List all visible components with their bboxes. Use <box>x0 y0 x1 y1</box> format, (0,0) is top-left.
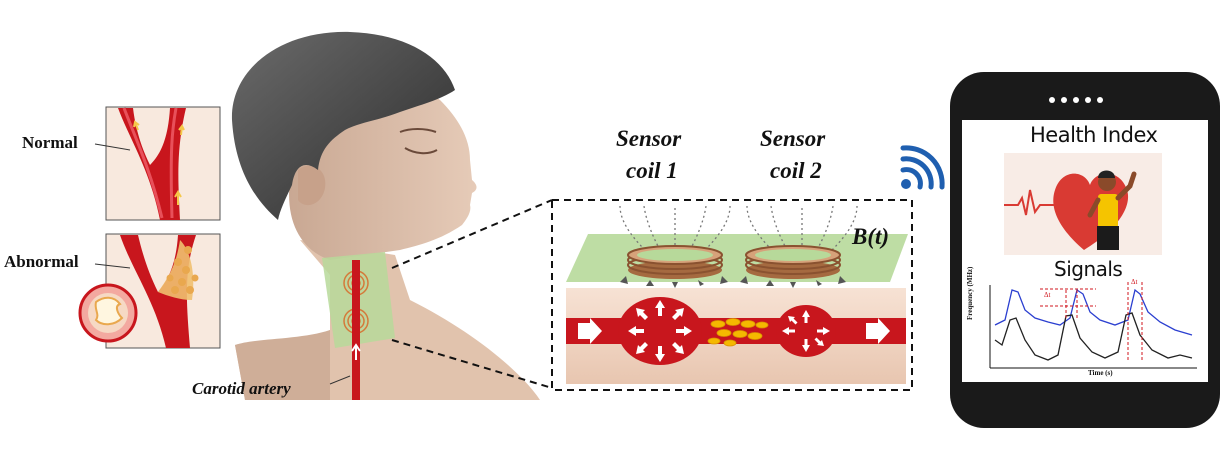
sensor-coil-2-label-line2: coil 2 <box>770 158 822 183</box>
sensor-coil-2-icon <box>745 245 841 279</box>
signals-x-axis-label: Time (s) <box>1088 369 1113 377</box>
signal-blue-line <box>994 288 1193 336</box>
delta-t-label-1: Δt <box>1044 291 1051 299</box>
person-icon <box>1087 170 1137 250</box>
wifi-icon <box>900 145 945 190</box>
abnormal-artery-inset <box>78 233 221 349</box>
carotid-artery-label: Carotid artery <box>192 379 291 398</box>
ecg-line-icon <box>1004 189 1055 216</box>
signal-black-line <box>994 312 1193 361</box>
smartphone <box>950 72 1220 428</box>
normal-label: Normal <box>22 133 78 152</box>
zoom-line-top <box>391 199 553 269</box>
artery-cross-section-icon <box>78 283 138 343</box>
sensor-coil-2-label-line1: Sensor <box>760 126 826 151</box>
normal-artery-inset <box>94 106 221 221</box>
abnormal-label: Abnormal <box>4 252 79 271</box>
health-index-title: Health Index <box>1030 123 1158 147</box>
signals-chart <box>989 282 1197 369</box>
sensor-zoom-panel <box>551 199 913 391</box>
sensor-coil-1-icon <box>627 245 723 279</box>
sensor-coil-1-label-line2: coil 1 <box>626 158 678 183</box>
signals-title: Signals <box>1054 257 1123 281</box>
person-head-illustration <box>231 31 540 400</box>
delta-t-label-2: Δt <box>1131 278 1138 286</box>
zoom-line-bottom <box>391 339 553 389</box>
magnetic-field-label: B(t) <box>852 224 890 249</box>
signals-y-axis-label: Frequency (MHz) <box>966 266 974 320</box>
sensor-coil-1-label-line1: Sensor <box>616 126 682 151</box>
